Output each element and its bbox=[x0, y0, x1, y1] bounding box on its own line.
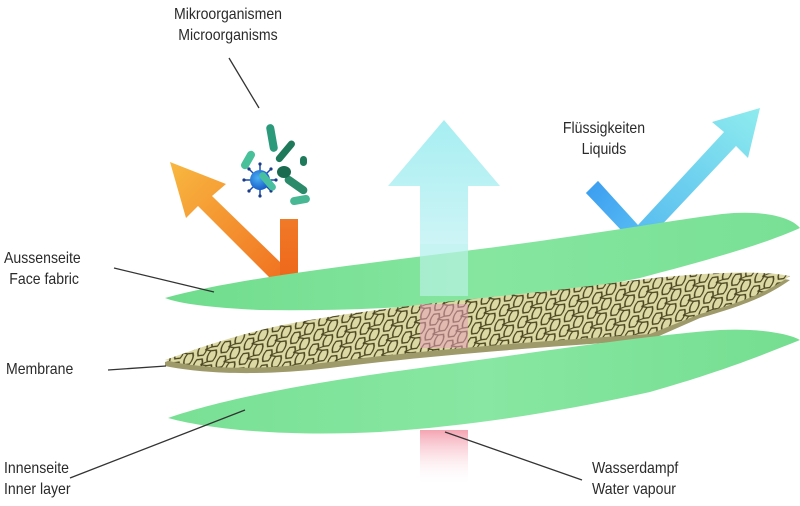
label-microorganisms: Mikroorganismen Microorganisms bbox=[131, 4, 325, 46]
water-vapour-shaft-face bbox=[420, 244, 468, 296]
label-face-fabric: Aussenseite Face fabric bbox=[4, 248, 81, 290]
label-microorganisms-en: Microorganisms bbox=[178, 27, 278, 44]
label-liquids: Flüssigkeiten Liquids bbox=[542, 118, 665, 160]
label-water-vapour: Wasserdampf Water vapour bbox=[592, 458, 678, 500]
label-membrane-de: Membrane bbox=[6, 361, 74, 378]
label-face-fabric-en: Face fabric bbox=[9, 271, 79, 288]
microorganisms-arrow bbox=[170, 162, 298, 290]
water-vapour-source bbox=[420, 430, 468, 486]
label-water-vapour-en: Water vapour bbox=[592, 481, 676, 498]
label-inner-layer: Innenseite Inner layer bbox=[4, 458, 71, 500]
label-inner-layer-de: Innenseite bbox=[4, 460, 69, 477]
leader-microorganisms bbox=[228, 57, 260, 109]
label-membrane: Membrane bbox=[6, 359, 73, 380]
leader-face-fabric bbox=[113, 267, 215, 293]
face-fabric-layer bbox=[165, 212, 800, 311]
water-vapour-arrow-up bbox=[388, 120, 500, 295]
leader-membrane bbox=[107, 365, 167, 371]
leader-water-vapour bbox=[444, 431, 583, 481]
leader-inner-layer bbox=[69, 409, 246, 479]
inner-layer bbox=[168, 329, 800, 434]
microorganisms-icon bbox=[241, 124, 310, 206]
label-face-fabric-de: Aussenseite bbox=[4, 250, 81, 267]
label-liquids-de: Flüssigkeiten bbox=[562, 120, 646, 137]
label-water-vapour-de: Wasserdampf bbox=[592, 460, 679, 477]
label-inner-layer-en: Inner layer bbox=[4, 481, 71, 498]
label-microorganisms-de: Mikroorganismen bbox=[174, 6, 282, 23]
membrane-layer bbox=[165, 272, 790, 374]
label-liquids-en: Liquids bbox=[581, 141, 627, 158]
